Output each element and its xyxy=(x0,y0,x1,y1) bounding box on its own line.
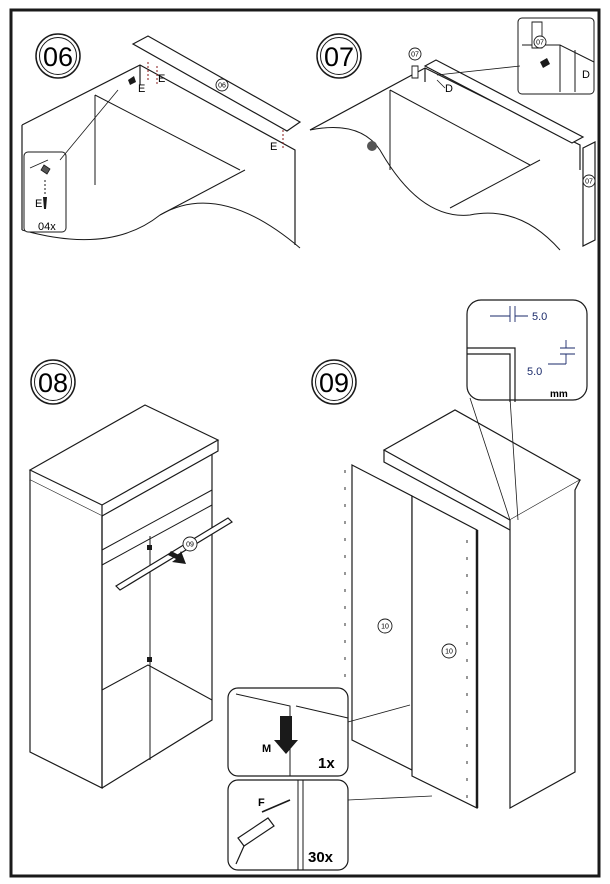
step-07-dowel-label: 07 xyxy=(411,52,419,59)
step-08-badge-inner xyxy=(34,363,72,401)
step-07-number: 07 xyxy=(324,42,354,72)
step-09-dimension-corner xyxy=(467,347,516,402)
page-border xyxy=(9,8,601,878)
step-06-quantity: 04x xyxy=(38,221,56,233)
step-06-part-label: 06 xyxy=(218,83,226,90)
step-09-hinge-quantity: 1x xyxy=(318,755,335,772)
step-07-shelf-lines xyxy=(389,89,541,209)
step-07-top-panel xyxy=(423,59,585,144)
step-08-top-face xyxy=(28,404,220,506)
step-09-nail xyxy=(261,799,291,813)
step-07-cut-curve xyxy=(309,127,561,251)
step-08-right-side xyxy=(101,454,213,789)
step-09-left-door-badge xyxy=(377,618,393,634)
step-06-part-badge xyxy=(215,78,229,92)
step-09-nail-panel xyxy=(297,780,304,870)
step-06-shelf-lines xyxy=(94,94,246,216)
step-07-dowel xyxy=(411,65,419,79)
step-07-fastener-leader xyxy=(436,79,446,89)
step-09-nail-callout xyxy=(347,795,433,801)
step-06-detail-screw xyxy=(43,197,47,209)
step-09-hammer-head xyxy=(237,817,275,847)
step-08-badge xyxy=(30,359,76,405)
step-06-callout-line xyxy=(59,89,119,161)
step-09-left-door-label: 10 xyxy=(381,624,389,631)
step-09-right-door-badge xyxy=(441,643,457,659)
step-09-badge-inner xyxy=(315,363,353,401)
step-06-cam-lock xyxy=(128,76,136,85)
step-06-fastener-label-1: E xyxy=(138,83,145,95)
step-08-rail-label: 09 xyxy=(186,542,194,549)
step-08-interior xyxy=(101,489,213,760)
step-09-nail-inset xyxy=(227,779,349,871)
step-09-dimension-callout xyxy=(469,397,519,521)
step-06-number: 06 xyxy=(43,42,73,72)
step-06-detail-fastener: E xyxy=(35,198,42,210)
step-07: 07 07 07 D 07 D xyxy=(309,17,596,251)
step-08-rail-badge xyxy=(182,536,198,552)
step-09-right-side xyxy=(509,479,581,810)
step-09-hammer-handle xyxy=(235,845,245,865)
step-09-right-door-label: 10 xyxy=(445,649,453,656)
step-09-number: 09 xyxy=(319,368,349,398)
step-09-top-edge xyxy=(383,450,511,531)
step-09-badge xyxy=(311,359,357,405)
step-07-badge-inner xyxy=(320,37,358,75)
step-09-dimension-inset xyxy=(466,299,588,401)
step-06-badge xyxy=(35,33,81,79)
step-09-hinge-lines xyxy=(235,693,349,776)
step-07-callout-line xyxy=(436,65,521,76)
step-07-fastener-label: D xyxy=(445,83,453,95)
step-07-side-badge xyxy=(582,174,596,188)
step-08-left-side xyxy=(29,480,103,789)
step-06-cabinet-outline xyxy=(21,64,296,245)
step-07-hole xyxy=(367,141,377,151)
step-07-side-panel xyxy=(582,141,596,247)
step-09-dim-vertical: 5.0 xyxy=(527,366,542,378)
step-08-insert-arrow xyxy=(168,551,186,564)
step-09-hinge-callout xyxy=(347,704,411,723)
step-09-nail-marks xyxy=(344,470,468,800)
step-07-dowel-badge xyxy=(408,47,422,61)
step-07-side-label: 07 xyxy=(585,179,593,186)
step-06-detail-cam xyxy=(29,159,51,175)
step-09-hinge-arrow xyxy=(274,716,298,754)
step-09-dim-horizontal: 5.0 xyxy=(532,311,547,323)
step-09-left-door xyxy=(351,464,413,771)
step-06-cut-curve xyxy=(21,202,301,249)
step-09-hinge-tool: M xyxy=(262,743,271,755)
step-07-detail-badge xyxy=(533,35,547,49)
step-06-fastener-label-3: E xyxy=(270,141,277,153)
step-06-fastener-label-2: E xyxy=(158,73,165,85)
step-09-nail-quantity: 30x xyxy=(308,849,334,866)
step-06-badge-inner xyxy=(39,37,77,75)
step-09-unit: mm xyxy=(550,389,568,400)
step-09-dim-h-lines xyxy=(490,306,528,322)
step-06: 06 06 E E E E 04x xyxy=(21,33,302,249)
step-07-badge xyxy=(316,33,362,79)
step-08: 08 09 xyxy=(28,359,233,789)
step-07-detail-cam xyxy=(540,58,550,68)
step-08-number: 08 xyxy=(38,368,68,398)
step-07-detail-fastener: D xyxy=(582,69,590,81)
step-09: 09 10 10 5.0 5.0 mm M 1x xyxy=(227,299,588,871)
step-09-nail-label: F xyxy=(258,797,265,809)
step-09-dim-v-lines xyxy=(548,340,575,365)
step-07-detail-part: 07 xyxy=(536,40,544,47)
